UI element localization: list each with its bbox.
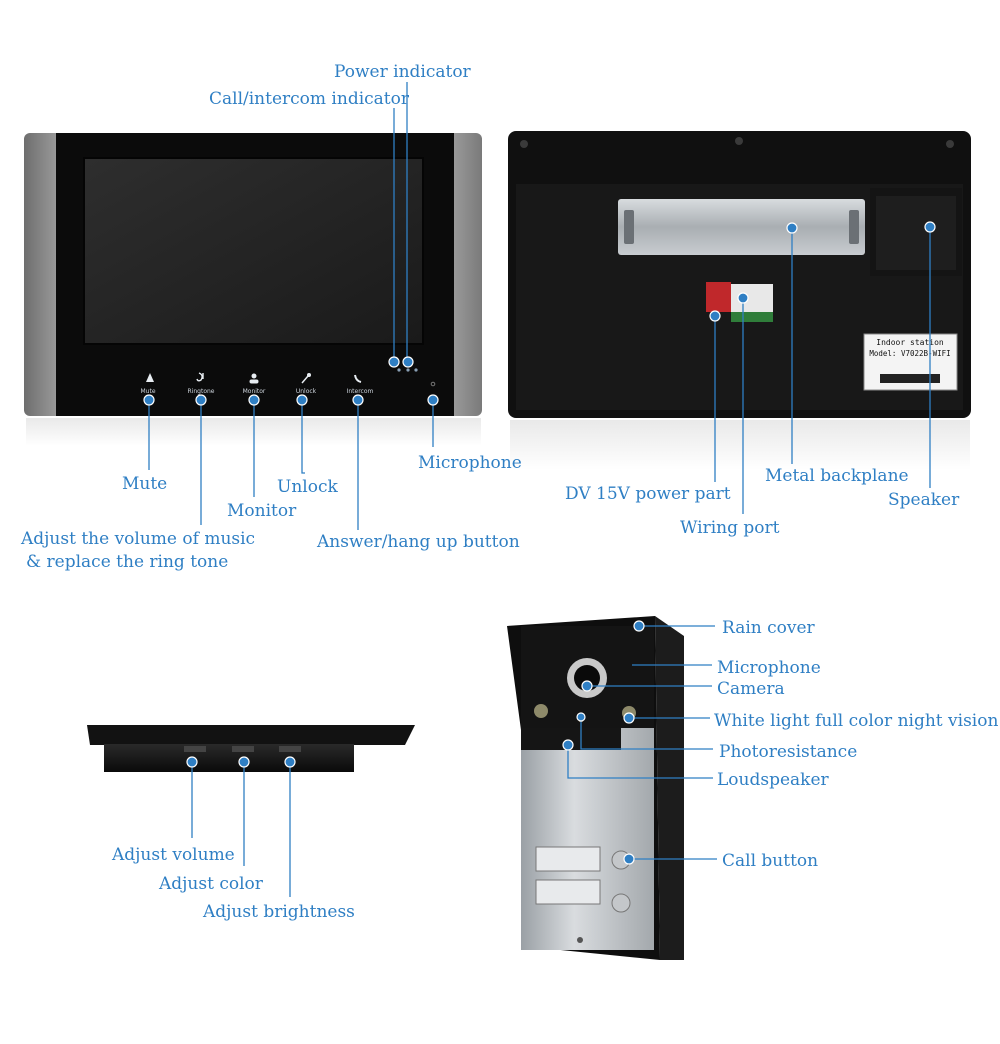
label-call-indicator: Call/intercom indicator (209, 89, 409, 109)
label-answer: Answer/hang up button (317, 532, 520, 552)
label-speaker: Speaker (888, 490, 960, 510)
door-station (507, 616, 684, 960)
ringtone-note-icon (196, 372, 204, 382)
unlock-key-icon (301, 375, 309, 384)
name-window-2 (535, 879, 601, 905)
label-mute: Mute (122, 474, 168, 494)
wiring-terminal (731, 284, 773, 312)
label-volume-ringtone-2: & replace the ring tone (26, 552, 229, 572)
label-wiring-port: Wiring port (680, 518, 780, 538)
button-text-mute: Mute (140, 388, 155, 395)
call-button-2 (611, 893, 631, 913)
label-camera: Camera (717, 679, 785, 699)
front-monitor: Mute Ringtone Monitor Unlock Intercom (24, 133, 482, 446)
label-night-vision: White light full color night vision (714, 711, 999, 731)
camera-lens (574, 665, 600, 691)
label-monitor: Monitor (227, 501, 297, 521)
door-faceplate (521, 728, 654, 950)
indicator-led-call (397, 368, 401, 372)
label-metal-backplane: Metal backplane (765, 466, 909, 486)
label-power-indicator: Power indicator (334, 62, 471, 82)
label-front-microphone: Microphone (418, 453, 522, 473)
leader-lines (148, 82, 931, 897)
side-top-edge (87, 725, 415, 745)
nameplate-model: Model: V7022B-WIFI (869, 349, 950, 358)
button-text-monitor: Monitor (243, 388, 266, 395)
callout-dots (143, 221, 936, 865)
label-unlock: Unlock (277, 477, 338, 497)
button-text-unlock: Unlock (296, 388, 317, 395)
name-window-1 (535, 846, 601, 872)
label-rain-cover: Rain cover (722, 618, 815, 638)
label-photoresistance: Photoresistance (719, 742, 858, 762)
front-buttons (146, 372, 362, 384)
monitor-person-icon (251, 373, 257, 379)
label-call-button: Call button (722, 851, 819, 871)
intercom-phone-icon (354, 374, 362, 383)
label-adjust-color: Adjust color (159, 874, 263, 894)
monitor-screen (83, 157, 424, 345)
label-volume-ringtone-1: Adjust the volume of music (21, 529, 256, 549)
mic-hole (430, 381, 436, 387)
label-adjust-brightness: Adjust brightness (203, 902, 355, 922)
indicator-led-power (406, 368, 410, 372)
label-adjust-volume: Adjust volume (112, 845, 235, 865)
button-text-ringtone: Ringtone (188, 388, 215, 395)
label-door-microphone: Microphone (717, 658, 821, 678)
metal-backplane (618, 199, 865, 255)
back-panel: Indoor station Model: V7022B-WIFI (508, 131, 971, 470)
power-terminal (706, 282, 731, 312)
label-loudspeaker: Loudspeaker (717, 770, 829, 790)
button-text-intercom: Intercom (347, 388, 374, 395)
side-body (104, 744, 354, 772)
nameplate-title: Indoor station (876, 338, 944, 347)
side-view (87, 725, 415, 772)
mute-bell-icon (146, 373, 154, 382)
label-power-part: DV 15V power part (565, 484, 731, 504)
